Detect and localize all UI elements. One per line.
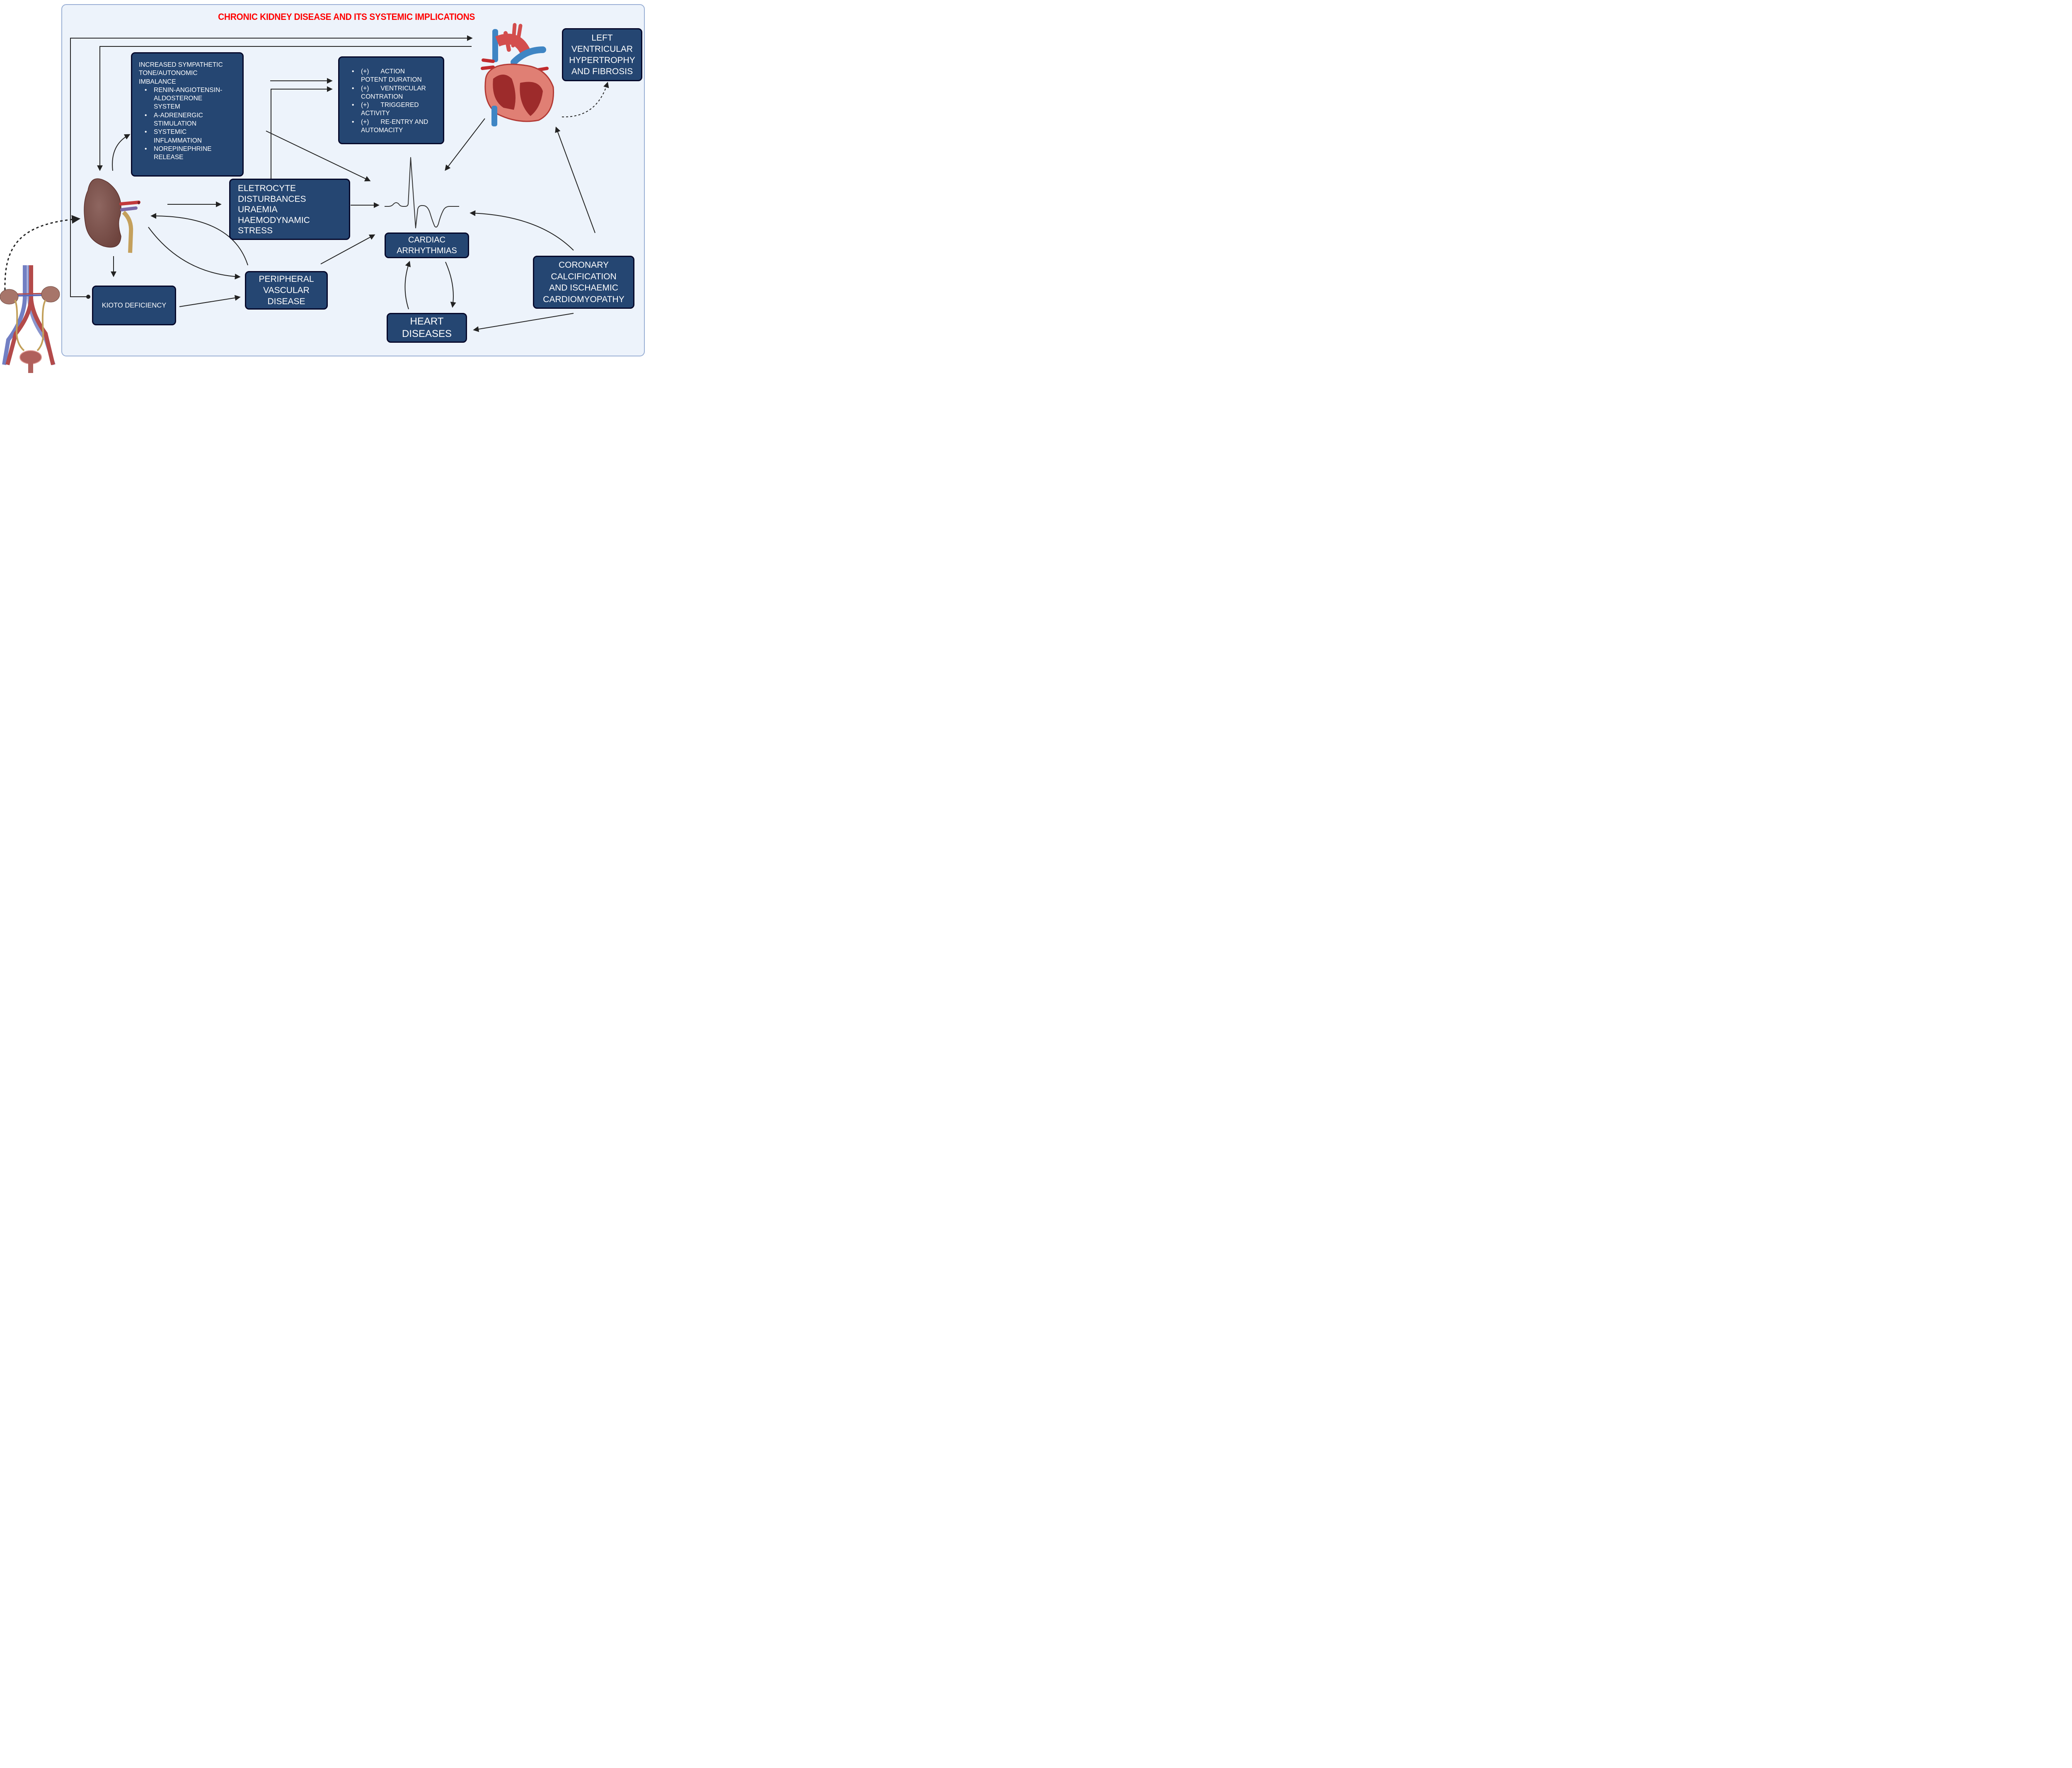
coronary-calcification-box: CORONARY CALCIFICATION AND ISCHAEMIC CAR… <box>533 256 634 309</box>
box-line: ELETROCYTE <box>238 184 296 193</box>
box-line: HAEMODYNAMIC <box>238 215 310 225</box>
box-line: VENTRICULAR <box>571 44 633 54</box>
kioto-deficiency-box: KIOTO DEFICIENCY <box>92 286 176 325</box>
arrow-electrolyte-to-electrophysiology <box>271 86 333 179</box>
arrow-peripheral-to-kidney <box>150 213 248 266</box>
increase-marker: (+) <box>361 85 369 92</box>
box-line: DISEASES <box>402 328 452 339</box>
bullet-line: A-ADRENERGIC <box>154 111 203 119</box>
dotted-connector-heart-to-lvh <box>562 82 609 118</box>
bullet-line: AUTOMACITY <box>361 127 403 134</box>
bullet-line: RELEASE <box>154 154 184 161</box>
bullet-line: RENIN-ANGIOTENSIN- <box>154 86 223 94</box>
bullet-item-reentry: (+) RE-ENTRY AND AUTOMACITY <box>352 118 439 135</box>
box-line: HEART <box>410 316 444 327</box>
box-line: URAEMIA <box>238 205 278 215</box>
bullet-line: (+) ACTION <box>361 68 439 76</box>
box-line: STRESS <box>238 226 273 236</box>
bullet-line: NOREPINEPHRINE <box>154 145 212 153</box>
bullet-item-triggered: (+) TRIGGERED ACTIVITY <box>352 101 439 118</box>
heart-illustration <box>481 23 554 126</box>
diagram-title: CHRONIC KIDNEY DISEASE AND ITS SYSTEMIC … <box>218 12 475 22</box>
bullet-line: (+) TRIGGERED <box>361 101 439 109</box>
bullet-line: (+) RE-ENTRY AND <box>361 118 439 126</box>
arrow-kioto-to-heart <box>70 35 473 297</box>
increase-marker: (+) <box>361 102 369 109</box>
bullet-line: POTENT DURATION <box>361 76 422 84</box>
bullet-item-norepinephrine: NOREPINEPHRINE RELEASE <box>145 145 236 162</box>
box-line: PERIPHERAL <box>259 274 314 284</box>
box-heading-line: IMBALANCE <box>139 78 176 85</box>
box-line: KIOTO DEFICIENCY <box>102 302 167 309</box>
box-line: HYPERTROPHY <box>569 56 635 65</box>
urinary-system-illustration <box>0 265 60 373</box>
sympathetic-tone-box: INCREASED SYMPATHETIC TONE/AUTONOMIC IMB… <box>131 52 244 177</box>
bullet-text: VENTRICULAR <box>380 85 426 92</box>
bullet-item-inflammation: SYSTEMIC INFLAMMATION <box>145 128 236 145</box>
arrow-kidney-to-peripheral <box>148 227 241 280</box>
box-line: CALCIFICATION <box>551 271 617 281</box>
bullet-line: ACTIVITY <box>361 110 390 117</box>
box-line: ARRHYTHMIAS <box>397 246 457 255</box>
arrow-heart-to-ecg <box>445 118 485 171</box>
bullet-line: SYSTEM <box>154 103 180 111</box>
bullet-line: CONTRATION <box>361 93 403 100</box>
box-line: AND ISCHAEMIC <box>549 283 618 293</box>
box-heading-line: TONE/AUTONOMIC <box>139 70 198 77</box>
bullet-line: ALDOSTERONE <box>154 95 203 102</box>
arrow-coronary-to-heart-diseases <box>473 313 574 332</box>
bullet-text: ACTION <box>380 68 405 75</box>
bullet-item-adrenergic: A-ADRENERGIC STIMULATION <box>145 111 236 128</box>
kidney-illustration <box>84 178 140 253</box>
box-line: LEFT <box>591 33 613 43</box>
arrow-kioto-to-peripheral <box>179 295 241 307</box>
arrow-kidney-to-sympathetic <box>112 134 131 171</box>
bullet-line: INFLAMMATION <box>154 137 202 144</box>
peripheral-vascular-disease-box: PERIPHERAL VASCULAR DISEASE <box>245 271 328 310</box>
box-line: VASCULAR <box>263 286 310 295</box>
box-line: DISEASE <box>267 297 305 306</box>
bullet-item-action-potential: (+) ACTION POTENT DURATION <box>352 68 439 85</box>
arrow-coronary-to-ecg <box>470 210 574 251</box>
connectors-layer <box>0 23 609 373</box>
arrow-peripheral-to-ecg <box>320 234 375 264</box>
box-line: CORONARY <box>559 260 609 270</box>
arrow-coronary-to-heart <box>555 126 595 233</box>
electrolyte-uraemia-box: ELETROCYTE DISTURBANCES URAEMIA HAEMODYN… <box>229 179 350 240</box>
arrow-heart-to-kidney <box>97 46 472 171</box>
arrow-arrhythmias-to-heart-diseases <box>445 262 456 308</box>
diagram-canvas: CHRONIC KIDNEY DISEASE AND ITS SYSTEMIC … <box>0 0 646 378</box>
dotted-connector-urinary-to-kidney <box>4 215 81 291</box>
heart-diseases-box: HEART DISEASES <box>387 313 467 343</box>
electrophysiology-bullet-list: (+) ACTION POTENT DURATION (+) VENTRICULAR… <box>345 68 439 135</box>
box-heading-line: INCREASED SYMPATHETIC <box>139 61 223 68</box>
sympathetic-bullet-list: RENIN-ANGIOTENSIN- ALDOSTERONE SYSTEM A-… <box>139 86 236 162</box>
increase-marker: (+) <box>361 118 369 126</box>
bullet-item-ventricular: (+) VENTRICULAR CONTRATION <box>352 85 439 102</box>
box-line: DISTURBANCES <box>238 194 306 204</box>
box-line: CARDIOMYOPATHY <box>543 294 625 304</box>
ecg-waveform <box>385 157 459 228</box>
bullet-line: (+) VENTRICULAR <box>361 85 439 93</box>
bullet-text: TRIGGERED <box>380 102 419 109</box>
bullet-line: SYSTEMIC <box>154 128 187 136</box>
cardiac-arrhythmias-box: CARDIAC ARRHYTHMIAS <box>385 233 469 258</box>
bullet-text: RE-ENTRY AND <box>380 118 428 126</box>
box-line: CARDIAC <box>408 235 445 245</box>
electrophysiology-box: (+) ACTION POTENT DURATION (+) VENTRICULAR… <box>338 56 444 144</box>
box-line: AND FIBROSIS <box>571 67 633 76</box>
arrow-sympathetic-to-ecg <box>266 131 371 182</box>
arrow-heart-diseases-to-arrhythmias <box>404 261 411 310</box>
kioto-connector-dot <box>86 295 90 299</box>
increase-marker: (+) <box>361 68 369 75</box>
bullet-item-raas: RENIN-ANGIOTENSIN- ALDOSTERONE SYSTEM <box>145 86 236 111</box>
bullet-line: STIMULATION <box>154 120 197 128</box>
lvh-box: LEFT VENTRICULAR HYPERTROPHY AND FIBROSI… <box>562 28 642 81</box>
